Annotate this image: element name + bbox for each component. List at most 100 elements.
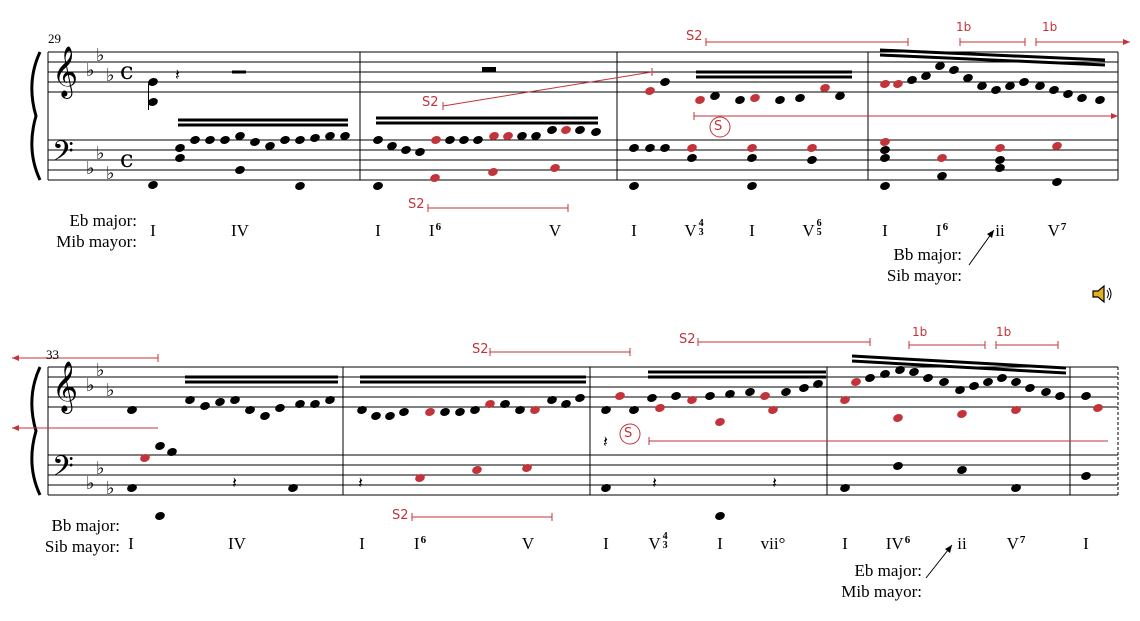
note-head (1025, 384, 1035, 392)
note-head (660, 144, 670, 152)
note-head (735, 96, 745, 104)
flat-sign: ♭ (96, 360, 105, 381)
note-head (939, 378, 949, 386)
roman-numeral: I (375, 221, 381, 240)
note-head (991, 86, 1001, 94)
note-head (645, 87, 655, 95)
note-head (470, 406, 480, 414)
roman-numeral: vii° (760, 534, 786, 553)
note-head (907, 76, 917, 84)
beam (851, 359, 1067, 375)
roman-numeral: I (749, 221, 755, 240)
note-head (893, 414, 903, 422)
roman-numeral: IV (231, 221, 249, 240)
note-head (288, 484, 298, 492)
beam (879, 48, 1106, 62)
note-head (485, 400, 495, 408)
note-head (1052, 142, 1062, 150)
note-head (629, 406, 639, 414)
arrow-head (12, 355, 19, 361)
note-head (245, 406, 255, 414)
note-head (1011, 378, 1021, 386)
time-signature: c (120, 57, 133, 85)
note-head (645, 144, 655, 152)
note-head (415, 148, 425, 156)
note-head (235, 166, 245, 174)
note-head (445, 136, 455, 144)
note-head (893, 462, 903, 470)
note-head (983, 378, 993, 386)
note-head (547, 126, 557, 134)
note-head (235, 132, 245, 140)
note-head (547, 396, 557, 404)
circled-s-outline (709, 116, 731, 138)
roman-numeral: V (548, 221, 562, 240)
note-head (591, 128, 601, 136)
rest: 𝄽 (232, 473, 237, 492)
note-head (425, 408, 435, 416)
rest: 𝄽 (358, 473, 363, 492)
note-head (747, 144, 757, 152)
note-head (455, 408, 465, 416)
flat-sign: ♭ (106, 163, 115, 184)
note-head (955, 386, 965, 394)
roman-numeral: I (128, 534, 134, 553)
note-head (840, 484, 850, 492)
roman-numeral: I (1083, 534, 1089, 553)
system-brace (30, 51, 42, 181)
note-head (205, 136, 215, 144)
note-head (747, 154, 757, 162)
section-label-1b: 1b (1042, 20, 1058, 34)
note-head (880, 80, 890, 88)
note-head (1049, 86, 1059, 94)
arrow-head (945, 545, 952, 553)
note-head (880, 146, 890, 154)
roman-numeral: I6 (935, 221, 949, 240)
speaker-icon[interactable] (1090, 282, 1114, 306)
section-label-1b: 1b (912, 325, 928, 339)
roman-numeral: I (603, 534, 609, 553)
note-head (1041, 388, 1051, 396)
flat-sign: ♭ (106, 65, 115, 86)
note-head (1081, 392, 1091, 400)
note-head (440, 408, 450, 416)
note-head (148, 98, 158, 106)
roman-numeral: I (150, 221, 156, 240)
note-head (1035, 82, 1045, 90)
note-head (923, 374, 933, 382)
note-head (127, 406, 137, 414)
note-head (488, 168, 498, 176)
roman-numeral: I6 (428, 221, 442, 240)
beam (851, 354, 1067, 370)
note-head (1011, 406, 1021, 414)
note-head (190, 136, 200, 144)
note-head (357, 406, 367, 414)
note-head (473, 136, 483, 144)
note-head (750, 94, 760, 102)
note-head (775, 96, 785, 104)
circled-s-label: S (714, 119, 723, 134)
note-head (895, 366, 905, 374)
note-head (865, 374, 875, 382)
note-head (835, 92, 845, 100)
note-head (820, 84, 830, 92)
note-head (1081, 472, 1091, 480)
roman-numeral: I (359, 534, 365, 553)
key-label: Eb major: Mib mayor: (56, 211, 137, 252)
note-head (840, 396, 850, 404)
note-head (387, 142, 397, 150)
note-head (921, 72, 931, 80)
note-head (340, 132, 350, 140)
note-head (995, 164, 1005, 172)
note-head (325, 396, 335, 404)
arrow-head (987, 230, 994, 238)
note-head (522, 464, 532, 472)
circled-s-outline (619, 423, 641, 445)
note-head (230, 396, 240, 404)
note-head (909, 368, 919, 376)
note-head (768, 406, 778, 414)
note-head (280, 136, 290, 144)
note-head (1011, 484, 1021, 492)
whole-rest (482, 67, 496, 72)
